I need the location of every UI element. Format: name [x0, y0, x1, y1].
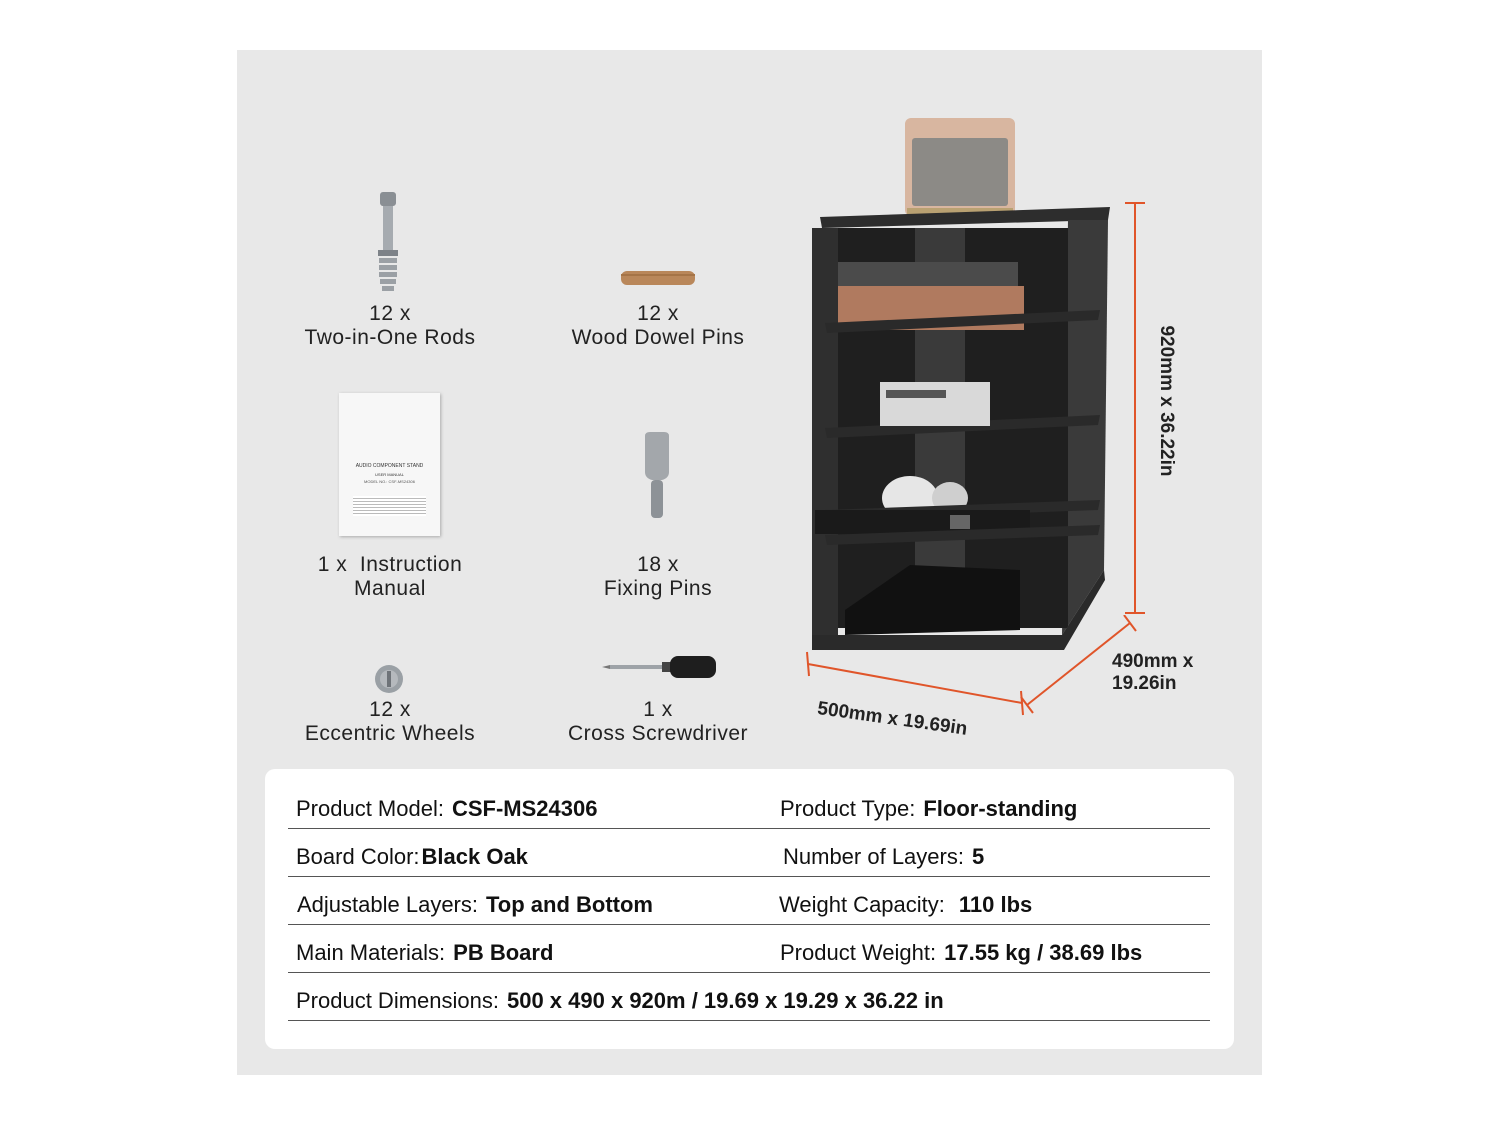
part-wheels-label: 12 x Eccentric Wheels	[304, 698, 476, 745]
part-dowels-label: 12 x Wood Dowel Pins	[571, 302, 745, 349]
part-rods-label: 12 x Two-in-One Rods	[304, 302, 476, 349]
depth-dimension-line	[1020, 615, 1137, 714]
spec-board-color: Board Color:Black Oak	[296, 844, 528, 869]
divider	[288, 924, 1210, 925]
amplifier	[880, 382, 990, 426]
part-screwdriver-label: 1 x Cross Screwdriver	[567, 698, 749, 745]
spec-product-dimensions: Product Dimensions:500 x 490 x 920m / 19…	[296, 988, 944, 1013]
height-dimension-line	[1125, 202, 1145, 614]
spec-main-materials: Main Materials:PB Board	[296, 940, 554, 965]
audio-stand-image	[812, 118, 1110, 650]
spec-weight-capacity: Weight Capacity:110 lbs	[779, 892, 1033, 917]
spec-adjustable-layers: Adjustable Layers:Top and Bottom	[297, 892, 653, 917]
game-console	[845, 565, 1020, 635]
spec-number-of-layers: Number of Layers:5	[783, 844, 985, 869]
depth-dimension-label: 490mm x 19.26in	[1112, 651, 1194, 694]
dowel-icon	[621, 271, 695, 285]
divider	[288, 1020, 1210, 1021]
divider	[288, 828, 1210, 829]
divider	[288, 972, 1210, 973]
screwdriver-icon	[602, 656, 716, 678]
manual-icon: AUDIO COMPONENT STAND USER MANUAL MODEL …	[339, 393, 440, 536]
wheel-icon	[375, 665, 403, 693]
width-dimension-line	[806, 651, 1024, 716]
spec-product-type: Product Type:Floor-standing	[780, 796, 1078, 821]
divider	[288, 876, 1210, 877]
pin-icon	[645, 432, 669, 518]
height-dimension-label: 920mm x 36.22in	[1156, 325, 1177, 477]
rod-icon	[378, 192, 398, 291]
spec-product-model: Product Model:CSF-MS24306	[296, 796, 598, 821]
part-fixing-pins-label: 18 x Fixing Pins	[603, 553, 713, 600]
spec-card	[265, 769, 1234, 1049]
part-manual-label: 1 x Instruction Manual	[317, 553, 463, 600]
spec-product-weight: Product Weight:17.55 kg / 38.69 lbs	[780, 940, 1143, 965]
